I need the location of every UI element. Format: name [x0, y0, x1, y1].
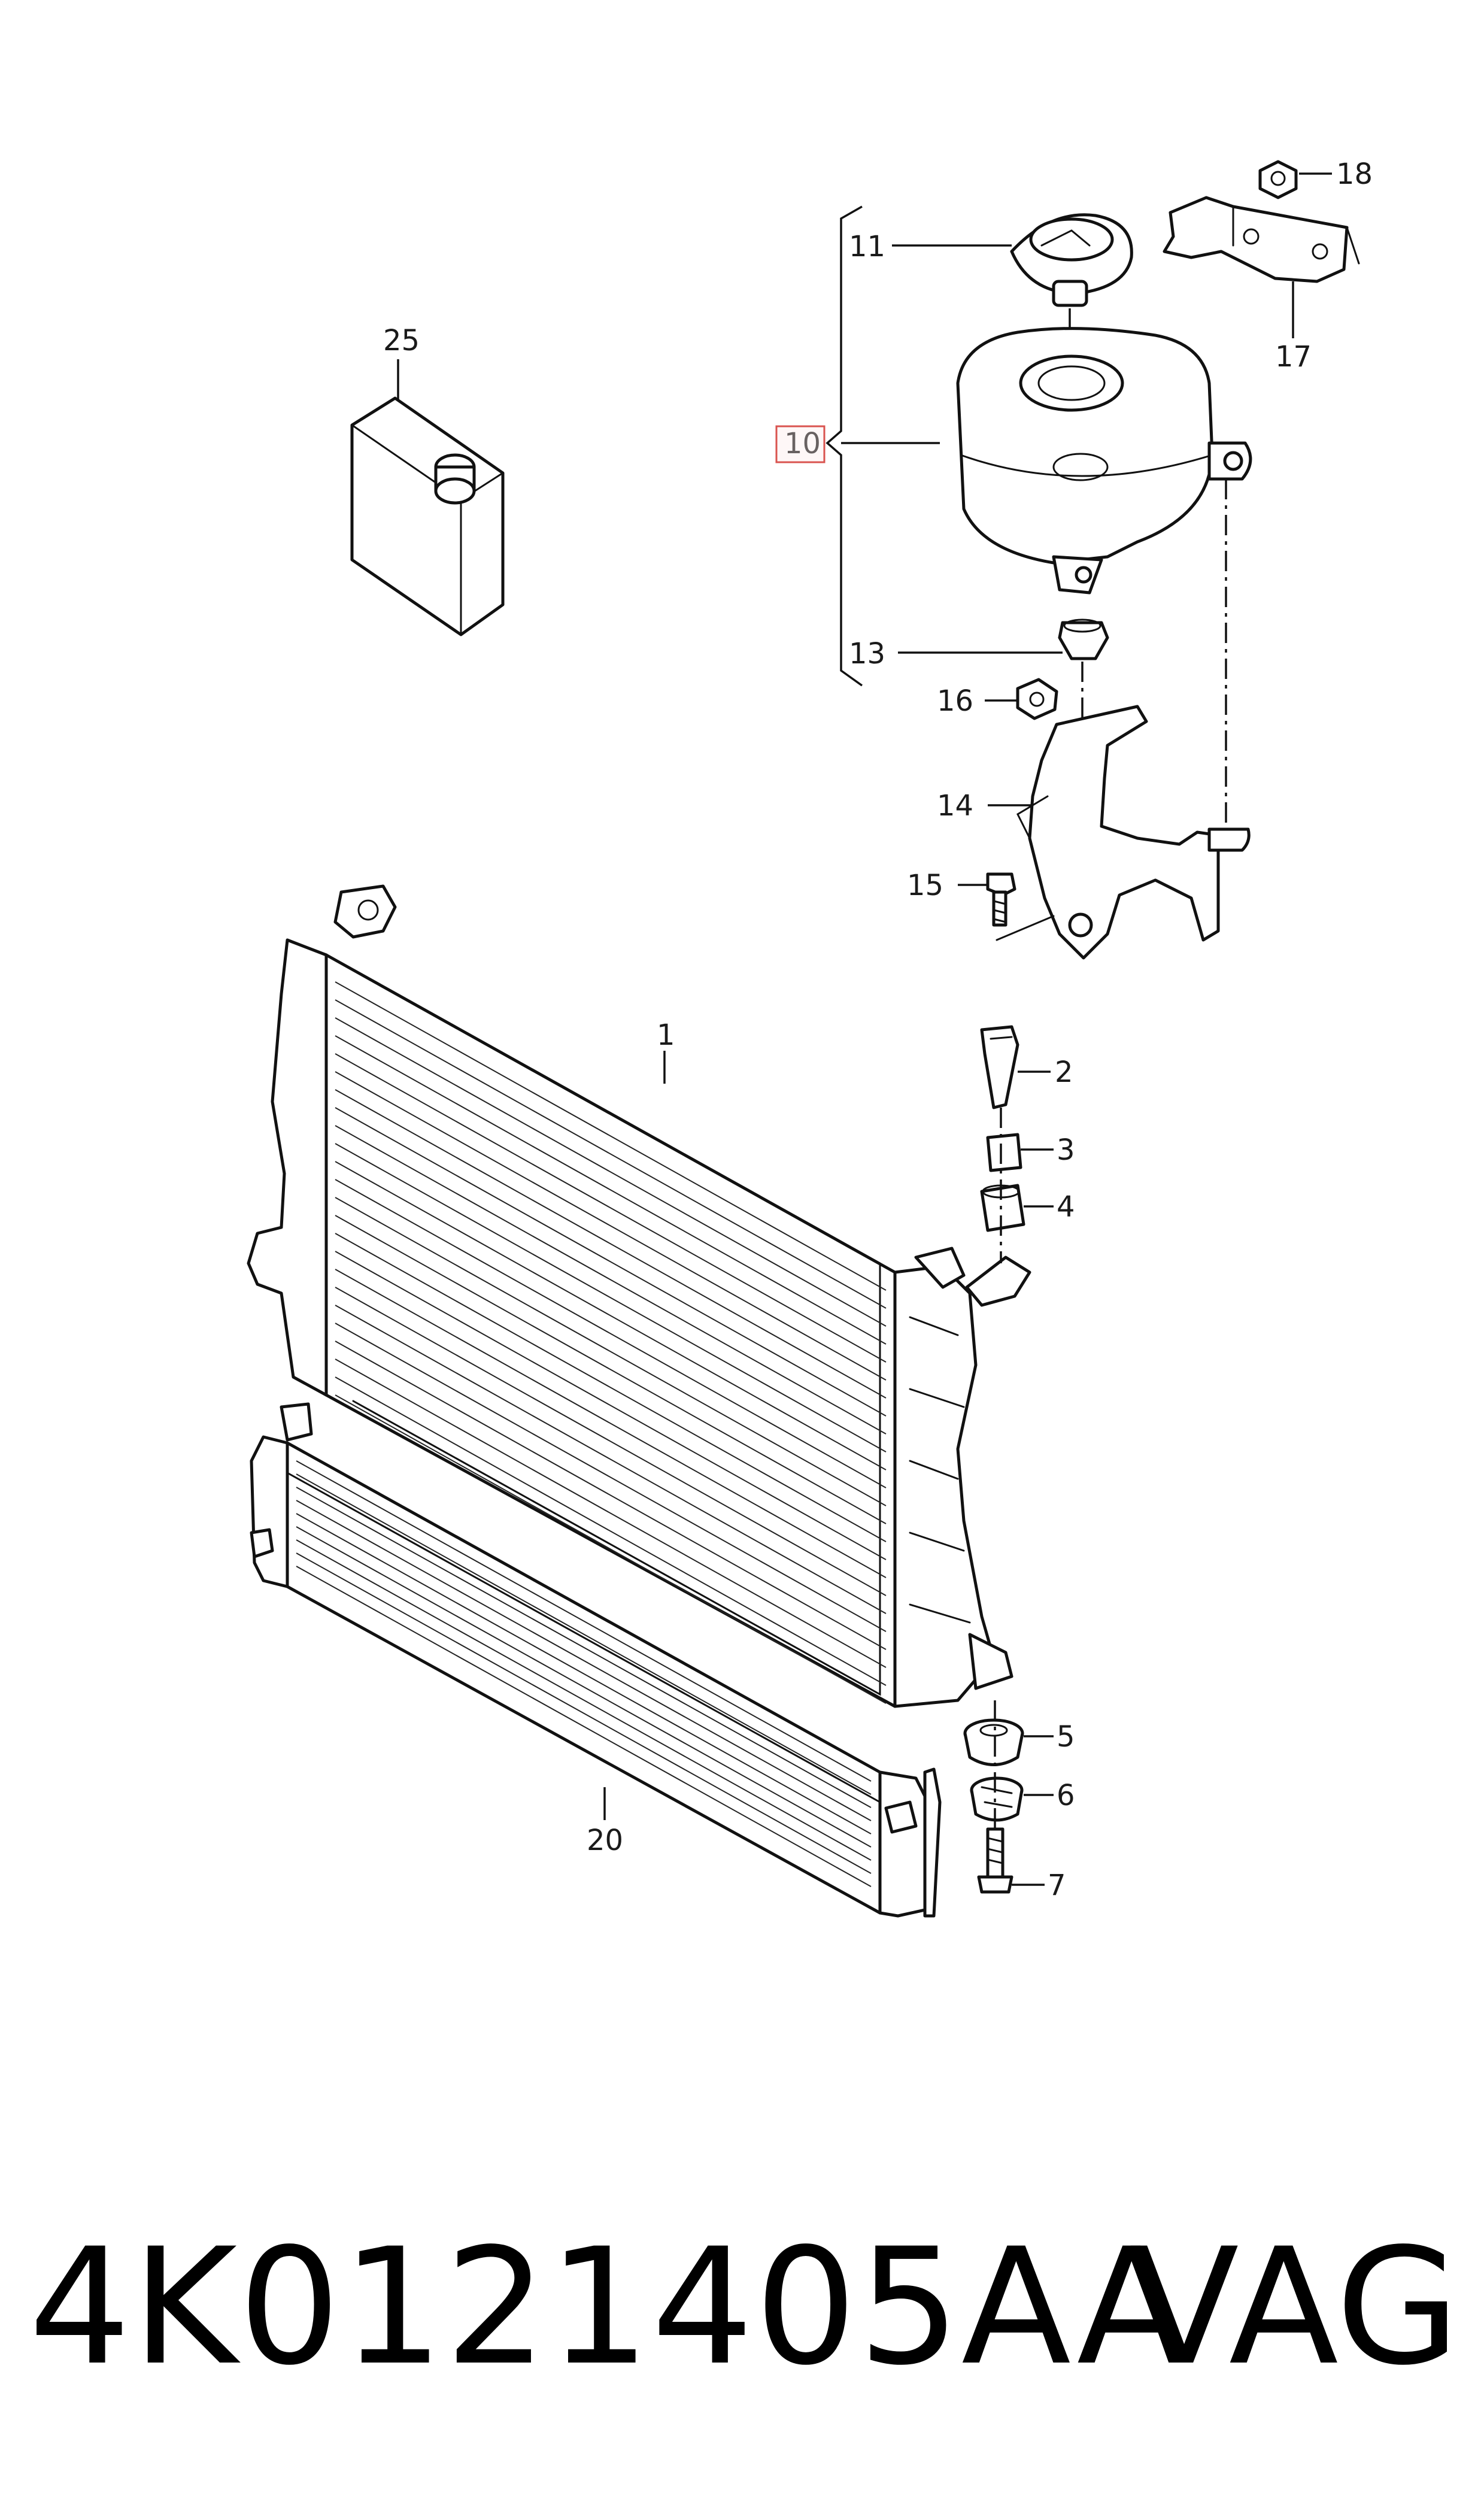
- grommet-part-13: [1058, 618, 1109, 660]
- rubber-mount-part-4: [980, 1184, 1025, 1232]
- sleeve-part-3: [986, 1133, 1022, 1172]
- bolt-part-7: [977, 1827, 1013, 1894]
- part-number-label: 4K0121405AA: [29, 2214, 1188, 2401]
- callout-17: 17: [1275, 340, 1312, 374]
- callout-16: 16: [937, 684, 973, 718]
- callout-4: 4: [1057, 1190, 1075, 1224]
- callout-11: 11: [849, 230, 885, 263]
- nut-part-16: [1016, 678, 1058, 720]
- callout-7: 7: [1048, 1869, 1066, 1902]
- callout-5: 5: [1057, 1720, 1075, 1754]
- coolant-container-part-25: [350, 359, 505, 636]
- mount-pin-part-2: [980, 1025, 1019, 1109]
- callout-3: 3: [1057, 1133, 1075, 1167]
- callout-2: 2: [1055, 1056, 1073, 1089]
- callout-20: 20: [587, 1824, 623, 1857]
- group-bracket: [826, 205, 863, 687]
- expansion-tank-part-10: [956, 327, 1252, 595]
- callout-6: 6: [1057, 1779, 1075, 1812]
- radiator-part-1: [247, 884, 1031, 1708]
- expansion-tank-cap-part-11: [1010, 213, 1133, 307]
- bracket-part-6: [970, 1776, 1024, 1822]
- callout-14: 14: [937, 789, 973, 823]
- auxiliary-cooler-part-20: [250, 1402, 942, 1918]
- callout-1: 1: [657, 1018, 675, 1052]
- callout-13: 13: [849, 637, 885, 671]
- rubber-mount-part-5: [963, 1718, 1024, 1766]
- tank-bracket-part-14: [1016, 705, 1251, 960]
- callout-25: 25: [383, 324, 420, 357]
- callout-10-highlight: [775, 425, 826, 463]
- callout-10: 10: [784, 427, 821, 460]
- upper-bracket-part-17: [1163, 196, 1360, 283]
- callout-15: 15: [907, 869, 943, 902]
- nut-part-18: [1258, 160, 1298, 199]
- callout-18: 18: [1336, 157, 1373, 191]
- brand-label: VAG: [1129, 2214, 1461, 2401]
- bolt-part-15: [986, 872, 1016, 927]
- leader-15-tail: [996, 915, 1055, 941]
